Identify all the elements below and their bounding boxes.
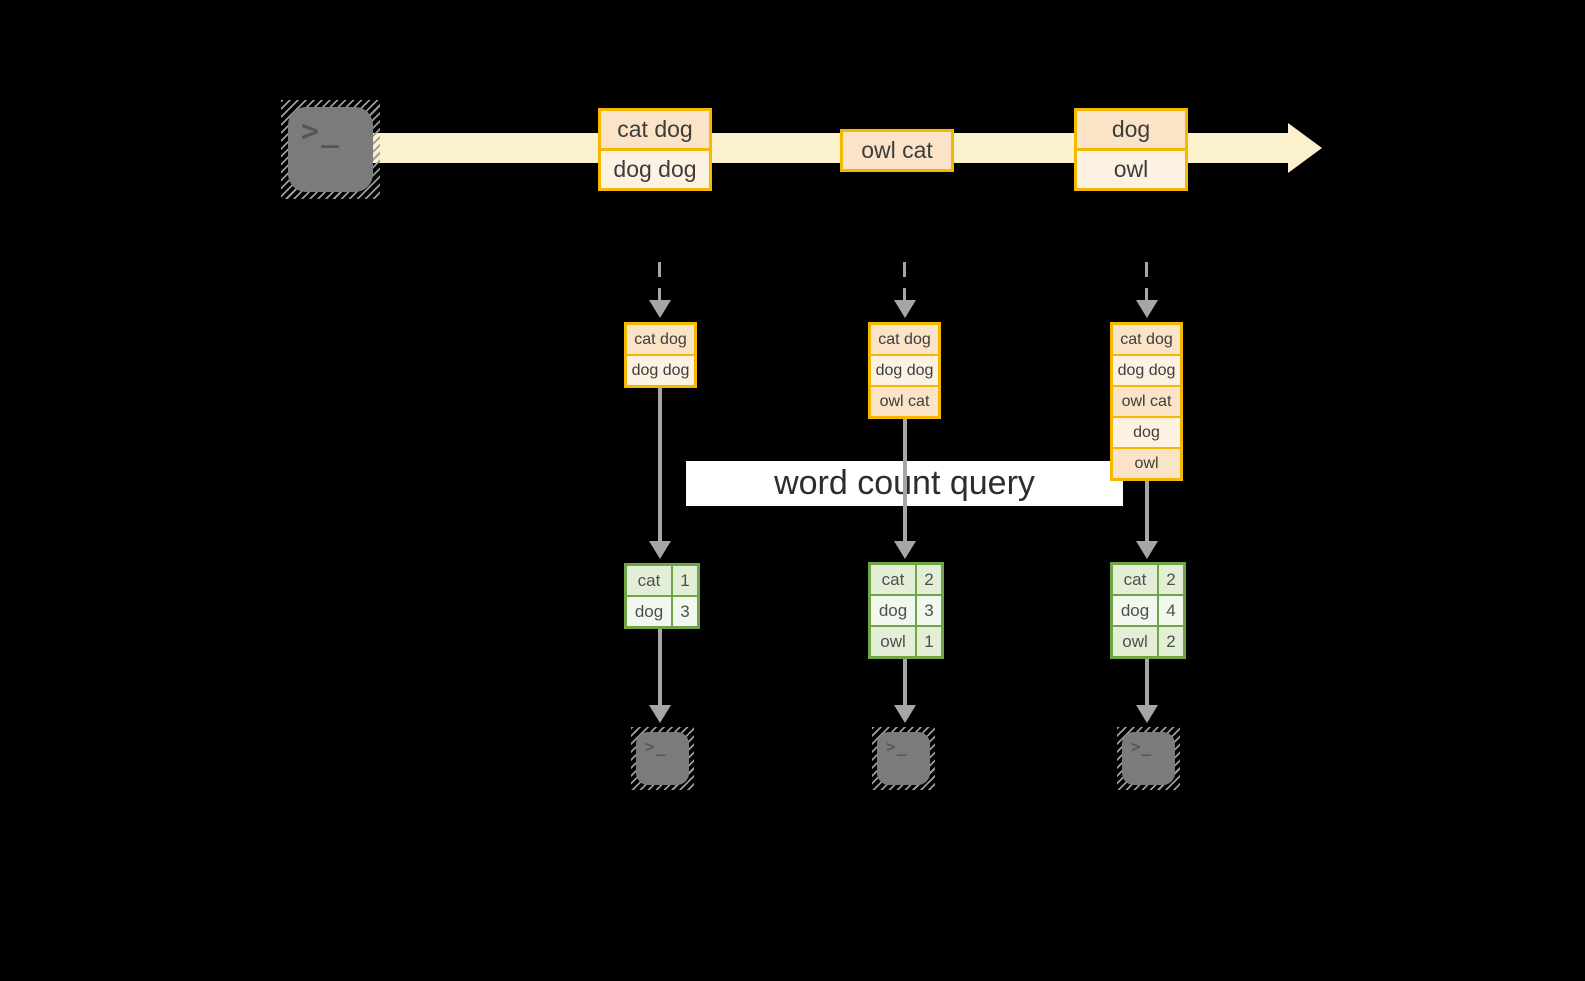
word-cell: dog (627, 597, 671, 626)
terminal-prompt-glyph: >_ (301, 114, 342, 149)
count-cell: 4 (1159, 596, 1183, 625)
window-buffer-3: cat dog dog dog owl cat dog owl (1110, 322, 1183, 481)
table-row: cat 1 (627, 566, 697, 595)
terminal-prompt-glyph: >_ (645, 737, 667, 756)
count-cell: 3 (917, 596, 941, 625)
stream-record: owl cat (843, 132, 951, 169)
word-cell: cat (627, 566, 671, 595)
stream-record: dog (1077, 111, 1185, 148)
ingest-arrow-line (1145, 262, 1148, 302)
terminal-body: >_ (636, 732, 689, 785)
terminal-body: >_ (1122, 732, 1175, 785)
buffered-record: owl cat (871, 387, 938, 416)
result-arrow-head-icon (894, 705, 916, 723)
output-terminal-icon: >_ (1117, 727, 1180, 790)
table-row: cat 2 (1113, 565, 1183, 594)
count-table-2: cat 2 dog 3 owl 1 (868, 562, 944, 659)
source-terminal-icon: >_ (281, 100, 380, 199)
query-arrow-head-icon (894, 541, 916, 559)
word-cell: owl (871, 627, 915, 656)
count-cell: 3 (673, 597, 697, 626)
buffered-record: dog dog (627, 356, 694, 385)
word-cell: cat (1113, 565, 1157, 594)
result-arrow-head-icon (1136, 705, 1158, 723)
result-arrow-line (658, 629, 662, 706)
word-cell: dog (1113, 596, 1157, 625)
count-cell: 1 (673, 566, 697, 595)
ingest-arrow-head-icon (1136, 300, 1158, 318)
table-row: cat 2 (871, 565, 941, 594)
ingest-arrow-head-icon (649, 300, 671, 318)
stream-record: owl (1077, 151, 1185, 188)
buffered-record: dog dog (871, 356, 938, 385)
output-terminal-icon: >_ (872, 727, 935, 790)
ingest-arrow-line (903, 262, 906, 302)
result-arrow-line (1145, 658, 1149, 706)
stream-record: cat dog (601, 111, 709, 148)
window-buffer-1: cat dog dog dog (624, 322, 697, 388)
buffered-record: dog dog (1113, 356, 1180, 385)
result-arrow-head-icon (649, 705, 671, 723)
buffered-record: dog (1113, 418, 1180, 447)
count-cell: 2 (917, 565, 941, 594)
buffered-record: owl (1113, 449, 1180, 478)
query-arrow-line (1145, 481, 1149, 542)
word-cell: owl (1113, 627, 1157, 656)
terminal-prompt-glyph: >_ (886, 737, 908, 756)
terminal-body: >_ (288, 107, 373, 192)
result-arrow-line (903, 658, 907, 706)
count-table-3: cat 2 dog 4 owl 2 (1110, 562, 1186, 659)
word-cell: cat (871, 565, 915, 594)
count-cell: 1 (917, 627, 941, 656)
query-arrow-head-icon (1136, 541, 1158, 559)
table-row: dog 4 (1113, 596, 1183, 625)
output-terminal-icon: >_ (631, 727, 694, 790)
stream-record-group-3: dog owl (1074, 108, 1188, 191)
stream-record: dog dog (601, 151, 709, 188)
terminal-prompt-glyph: >_ (1131, 737, 1153, 756)
table-row: dog 3 (871, 596, 941, 625)
query-arrow-head-icon (649, 541, 671, 559)
table-row: owl 1 (871, 627, 941, 656)
count-table-1: cat 1 dog 3 (624, 563, 700, 629)
table-row: dog 3 (627, 597, 697, 626)
buffered-record: cat dog (627, 325, 694, 354)
buffered-record: cat dog (1113, 325, 1180, 354)
window-buffer-2: cat dog dog dog owl cat (868, 322, 941, 419)
terminal-body: >_ (877, 732, 930, 785)
ingest-arrow-head-icon (894, 300, 916, 318)
table-row: owl 2 (1113, 627, 1183, 656)
count-cell: 2 (1159, 565, 1183, 594)
buffered-record: cat dog (871, 325, 938, 354)
query-arrow-line (658, 388, 662, 542)
buffered-record: owl cat (1113, 387, 1180, 416)
stream-record-group-1: cat dog dog dog (598, 108, 712, 191)
count-cell: 2 (1159, 627, 1183, 656)
stream-record-group-2: owl cat (840, 129, 954, 172)
word-cell: dog (871, 596, 915, 625)
query-arrow-line (903, 419, 907, 542)
ingest-arrow-line (658, 262, 661, 302)
stream-arrow-head-icon (1288, 123, 1322, 173)
